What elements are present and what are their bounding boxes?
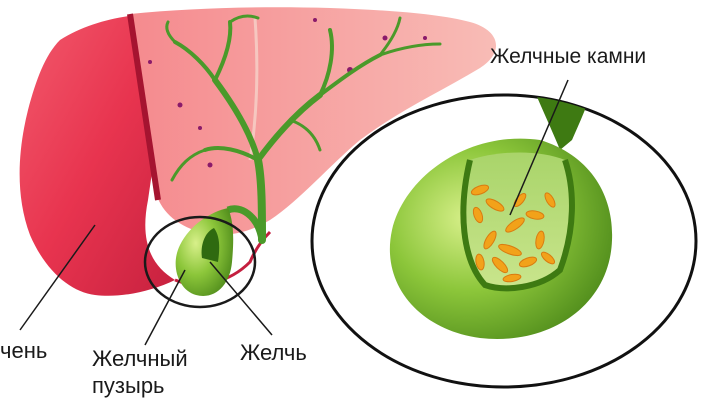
leader-bile xyxy=(210,262,272,335)
label-gallstones: Желчные камни xyxy=(490,45,646,68)
label-bile: Желчь xyxy=(240,340,307,365)
label-gallbladder-line1: Желчный xyxy=(92,346,188,371)
label-gallbladder-line2: пузырь xyxy=(92,373,165,398)
label-liver: чень xyxy=(0,338,47,363)
